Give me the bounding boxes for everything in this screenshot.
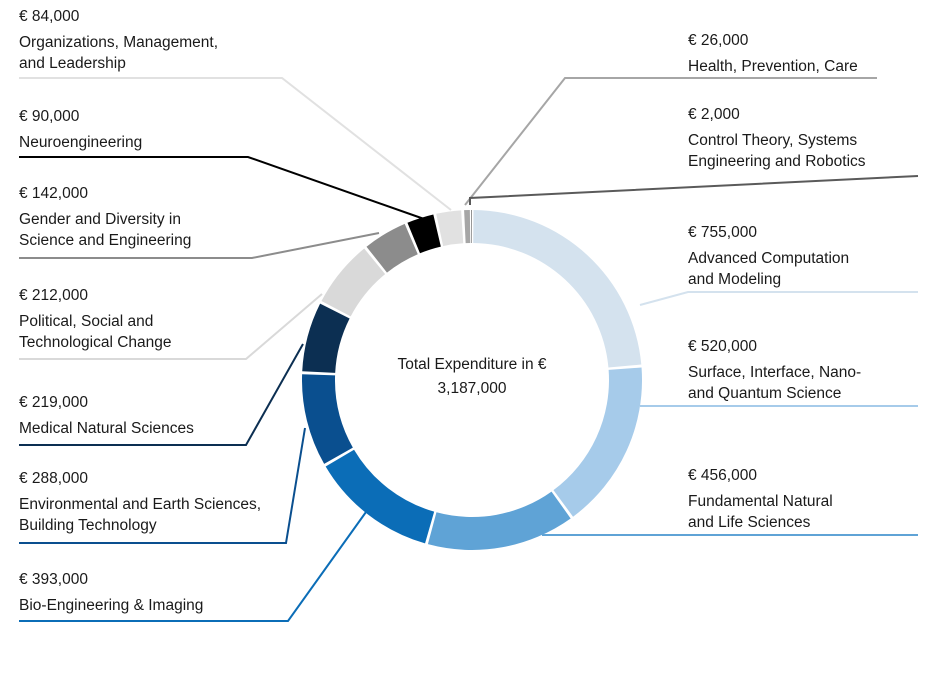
center-title: Total Expenditure in € — [397, 356, 547, 373]
name-control-theory: Control Theory, Systems Engineering and … — [688, 132, 866, 170]
label-advanced-computation: € 755,000 Advanced Computation and Model… — [688, 222, 849, 290]
donut-slice — [302, 303, 350, 373]
donut-slice — [302, 374, 353, 464]
donut-slice — [427, 491, 571, 550]
amount-organizations: € 84,000 — [19, 8, 80, 25]
amount-gender-diversity: € 142,000 — [19, 185, 88, 202]
label-control-theory: € 2,000 Control Theory, Systems Engineer… — [688, 104, 866, 172]
donut-slice — [473, 210, 642, 368]
name-advanced-computation: Advanced Computation and Modeling — [688, 250, 850, 288]
amount-advanced-computation: € 755,000 — [688, 224, 757, 241]
label-fundamental-natural: € 456,000 Fundamental Natural and Life S… — [688, 465, 833, 533]
center-value: 3,187,000 — [437, 380, 507, 397]
leader-line — [464, 77, 877, 206]
label-health: € 26,000 Health, Prevention, Care — [688, 30, 858, 77]
leader-line — [19, 343, 304, 446]
amount-medical: € 219,000 — [19, 394, 88, 411]
amount-environmental: € 288,000 — [19, 470, 88, 487]
leader-line — [19, 511, 367, 622]
donut-slice — [436, 210, 464, 247]
label-organizations: € 84,000 Organizations, Management, and … — [19, 6, 218, 74]
label-surface-interface: € 520,000 Surface, Interface, Nano- and … — [688, 336, 861, 404]
name-neuroengineering: Neuroengineering — [19, 134, 143, 151]
donut-slice — [464, 210, 471, 244]
label-gender-diversity: € 142,000 Gender and Diversity in Scienc… — [19, 183, 191, 251]
leader-line — [19, 293, 323, 360]
label-political-social: € 212,000 Political, Social and Technolo… — [19, 285, 172, 353]
leader-line — [19, 77, 452, 211]
amount-surface-interface: € 520,000 — [688, 338, 757, 355]
name-bio-engineering: Bio-Engineering & Imaging — [19, 597, 204, 614]
amount-political-social: € 212,000 — [19, 287, 88, 304]
label-environmental: € 288,000 Environmental and Earth Scienc… — [19, 468, 261, 536]
donut-slice — [471, 210, 472, 244]
label-neuroengineering: € 90,000 Neuroengineering — [19, 106, 142, 153]
label-medical: € 219,000 Medical Natural Sciences — [19, 392, 194, 439]
amount-fundamental-natural: € 456,000 — [688, 467, 757, 484]
center-label: Total Expenditure in € 3,187,000 — [350, 353, 594, 401]
leader-line — [19, 156, 428, 221]
leader-line — [639, 291, 918, 306]
amount-control-theory: € 2,000 — [688, 106, 740, 123]
donut-slice — [407, 214, 441, 254]
name-political-social: Political, Social and Technological Chan… — [19, 313, 172, 351]
name-organizations: Organizations, Management, and Leadershi… — [19, 34, 219, 72]
name-gender-diversity: Gender and Diversity in Science and Engi… — [19, 211, 192, 249]
leader-line — [19, 232, 380, 259]
donut-slice — [321, 248, 386, 317]
name-health: Health, Prevention, Care — [688, 58, 858, 75]
amount-bio-engineering: € 393,000 — [19, 571, 88, 588]
amount-neuroengineering: € 90,000 — [19, 108, 80, 125]
donut-slice — [366, 223, 418, 273]
amount-health: € 26,000 — [688, 32, 749, 49]
name-environmental: Environmental and Earth Sciences, Buildi… — [19, 496, 262, 534]
leader-line — [19, 427, 306, 544]
name-fundamental-natural: Fundamental Natural and Life Sciences — [688, 493, 833, 531]
leader-line — [469, 175, 919, 205]
donut-slice — [325, 449, 435, 544]
donut-slice — [553, 367, 642, 517]
name-surface-interface: Surface, Interface, Nano- and Quantum Sc… — [688, 364, 862, 402]
label-bio-engineering: € 393,000 Bio-Engineering & Imaging — [19, 569, 203, 616]
name-medical: Medical Natural Sciences — [19, 420, 194, 437]
